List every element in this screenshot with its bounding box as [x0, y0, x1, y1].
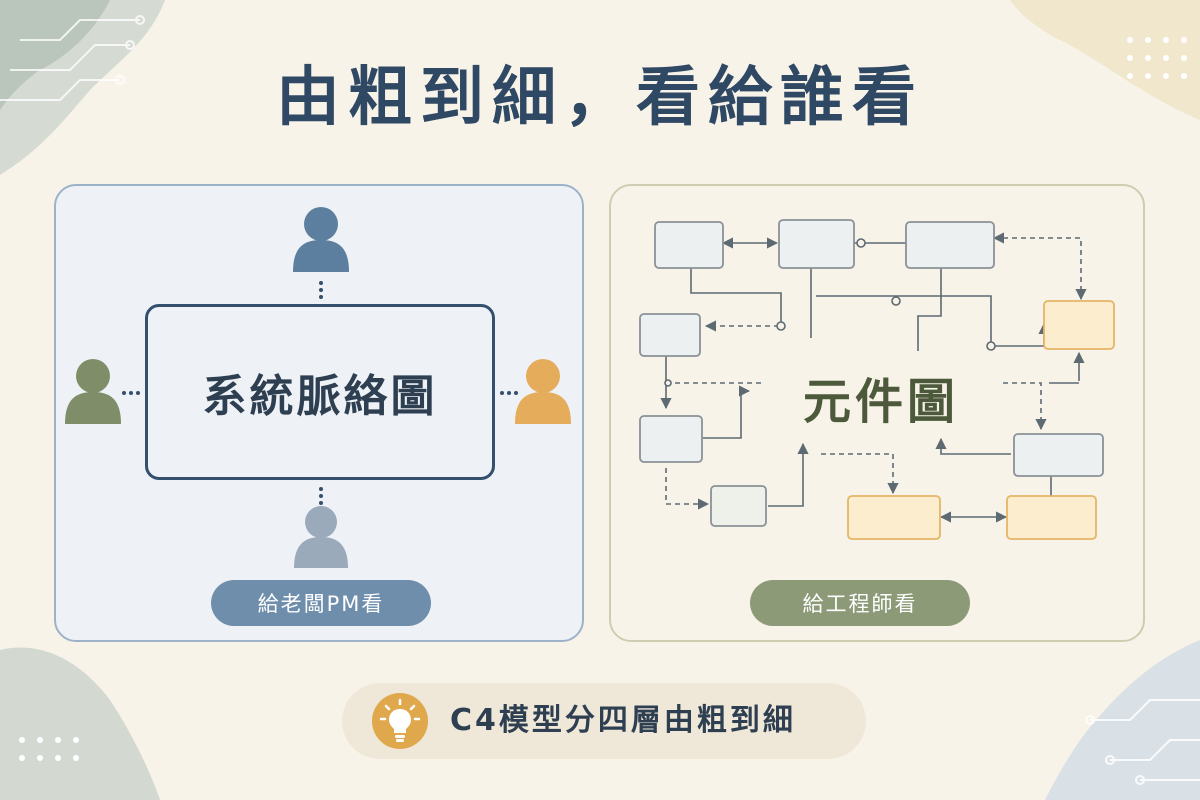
person-icon-top — [293, 207, 349, 272]
component-node — [1013, 433, 1104, 477]
audience-pill-boss-pm: 給老闆PM看 — [211, 580, 431, 626]
component-node-highlight — [847, 495, 941, 540]
component-node — [778, 219, 855, 269]
person-icon-bottom — [294, 506, 348, 568]
top-left-circuit-lines — [0, 15, 145, 101]
person-icon-left — [65, 359, 121, 424]
page-title: 由粗到細，看給誰看 — [276, 61, 924, 135]
bottom-right-circuit-lines — [1085, 699, 1200, 785]
audience-pill-engineers: 給工程師看 — [750, 580, 970, 626]
component-diagram-panel: 元件圖 給工程師看 — [609, 184, 1145, 642]
bottom-left-dots — [19, 737, 79, 761]
person-icon-right — [515, 359, 571, 424]
component-node-highlight — [1043, 300, 1115, 350]
tip-text: C4模型分四層由粗到細 — [450, 703, 796, 738]
top-left-wave-accent — [0, 0, 110, 110]
component-node — [639, 313, 701, 357]
connector-left — [122, 391, 140, 395]
connector-junctions — [664, 238, 996, 387]
component-node — [905, 221, 995, 269]
system-context-box: 系統脈絡圖 — [145, 304, 495, 480]
top-right-dots — [1127, 37, 1187, 79]
connector-right — [500, 391, 518, 395]
connector-top — [319, 281, 323, 299]
component-node — [710, 485, 767, 527]
context-diagram-panel: 系統脈絡圖 給老闆PM看 — [54, 184, 584, 642]
lightbulb-icon — [372, 693, 428, 749]
tip-banner: C4模型分四層由粗到細 — [342, 683, 866, 759]
connector-bottom — [319, 487, 323, 505]
top-right-wave — [1010, 0, 1200, 120]
component-diagram-label: 元件圖 — [761, 362, 1001, 432]
system-context-label: 系統脈絡圖 — [202, 371, 438, 422]
component-node-highlight — [1006, 495, 1097, 540]
context-diagram-graphics — [65, 207, 571, 568]
bottom-left-wave — [0, 647, 160, 800]
component-node — [654, 221, 724, 269]
component-node — [639, 415, 703, 463]
component-nodes — [639, 219, 1115, 540]
component-diagram-graphics — [639, 219, 1115, 540]
